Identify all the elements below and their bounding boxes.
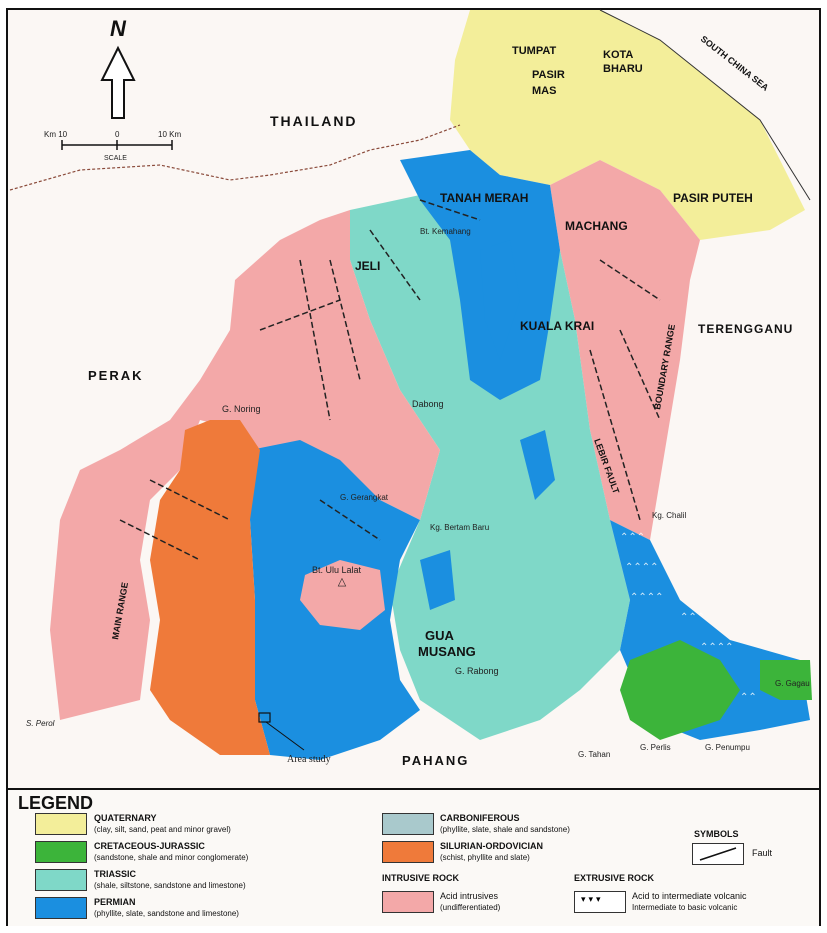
label-musang: MUSANG xyxy=(418,644,476,659)
label-tumpat: TUMPAT xyxy=(512,45,556,57)
label-area-study: Area study xyxy=(287,754,331,765)
label-mas: MAS xyxy=(532,85,556,97)
eastern-intrusive-zone xyxy=(550,160,700,540)
legend-panel: LEGEND QUATERNARY(clay, silt, sand, peat… xyxy=(8,788,819,926)
extrusive-header: EXTRUSIVE ROCK xyxy=(574,873,655,883)
svg-text:⌃⌃⌃: ⌃⌃⌃ xyxy=(680,612,705,623)
label-dabong: Dabong xyxy=(412,399,444,409)
label-gua: GUA xyxy=(425,628,455,643)
coastline xyxy=(599,9,811,201)
permian-lens-3 xyxy=(420,550,455,610)
geological-map: ⌃⌃⌃ ⌃⌃⌃⌃ ⌃⌃⌃⌃ ⌃⌃⌃ ⌃⌃⌃⌃ ⌃⌃ N Km 10 0 10 K… xyxy=(9,9,812,768)
symbols-header: SYMBOLS xyxy=(694,829,739,839)
swatch-carboniferous xyxy=(382,813,434,835)
legend-title: LEGEND xyxy=(18,793,94,813)
north-label: N xyxy=(110,16,127,41)
label-g-gerangkat: G. Gerangkat xyxy=(340,493,389,502)
fault-lines xyxy=(119,199,661,561)
legend-carboniferous: CARBONIFEROUS(phyllite, slate, shale and… xyxy=(440,813,570,834)
svg-text:⌃⌃⌃: ⌃⌃⌃ xyxy=(620,532,645,543)
label-terengganu: TERENGGANU xyxy=(698,322,793,336)
triassic-zone xyxy=(350,195,630,740)
label-g-gagau: G. Gagau xyxy=(775,679,810,688)
legend-permian: PERMIAN(phyllite, slate, sandstone and l… xyxy=(94,897,239,918)
label-thailand: THAILAND xyxy=(270,113,358,129)
swatch-triassic xyxy=(35,869,87,891)
scale-right: 10 Km xyxy=(158,130,181,139)
permian-lens-2 xyxy=(520,430,555,500)
scale-bar xyxy=(61,140,173,150)
label-tanah-merah: TANAH MERAH xyxy=(440,191,528,205)
label-kg-bertam-baru: Kg. Bertam Baru xyxy=(430,523,489,532)
label-bharu: BHARU xyxy=(603,63,643,75)
label-g-tahan: G. Tahan xyxy=(578,750,610,759)
swatch-silurian xyxy=(382,841,434,863)
svg-text:⌃⌃⌃⌃: ⌃⌃⌃⌃ xyxy=(625,562,659,573)
legend-acid-intrusives: Acid intrusives(undifferentiated) xyxy=(440,891,501,912)
legend-silurian: SILURIAN-ORDOVICIAN(schist, phyllite and… xyxy=(440,841,543,862)
swatch-acid-intrusives xyxy=(382,891,434,913)
permian-lens-1 xyxy=(480,240,520,360)
legend-cretaceous: CRETACEOUS-JURASSIC(sandstone, shale and… xyxy=(94,841,249,862)
label-g-penumpu: G. Penumpu xyxy=(705,743,750,752)
swatch-volcanic: ▾▾▾ xyxy=(574,891,626,913)
volcanic-pattern-icon: ▾▾▾ xyxy=(581,894,604,904)
swatch-cretaceous xyxy=(35,841,87,863)
swatch-quaternary xyxy=(35,813,87,835)
label-kg-chalil: Kg. Chalil xyxy=(652,511,686,520)
thailand-border xyxy=(9,124,461,191)
scale-left: Km 10 xyxy=(44,130,68,139)
label-pasir-puteh: PASIR PUTEH xyxy=(673,191,753,205)
label-bt-kemahang: Bt. Kemahang xyxy=(420,227,471,236)
legend-triassic: TRIASSIC(shale, siltstone, sandstone and… xyxy=(94,869,246,890)
silurian-zone xyxy=(150,420,270,755)
study-area-marker xyxy=(258,712,271,723)
scale-caption: SCALE xyxy=(104,155,127,162)
label-bt-ulu-lalat: Bt. Ulu Lalat xyxy=(312,565,362,575)
cretaceous-zone-2 xyxy=(760,660,812,700)
scale-mid: 0 xyxy=(115,130,120,139)
label-g-rabong: G. Rabong xyxy=(455,666,499,676)
fault-label: Fault xyxy=(752,848,773,858)
study-area-pointer xyxy=(265,721,305,751)
label-jeli: JELI xyxy=(355,259,380,273)
label-pahang: PAHANG xyxy=(402,753,469,768)
label-machang: MACHANG xyxy=(565,219,628,233)
fault-symbol-icon xyxy=(692,843,744,865)
label-g-noring: G. Noring xyxy=(222,404,261,414)
label-kota: KOTA xyxy=(603,49,633,61)
svg-text:⌃⌃: ⌃⌃ xyxy=(740,692,757,703)
volcanic-pattern: ⌃⌃⌃ ⌃⌃⌃⌃ ⌃⌃⌃⌃ ⌃⌃⌃ ⌃⌃⌃⌃ ⌃⌃ xyxy=(620,532,757,703)
label-s-perol: S. Perol xyxy=(26,719,55,728)
north-arrow-icon xyxy=(100,45,136,119)
cretaceous-zone xyxy=(620,640,740,740)
triangle-icon: △ xyxy=(338,576,347,588)
label-pasir: PASIR xyxy=(532,69,565,81)
legend-quaternary: QUATERNARY(clay, silt, sand, peat and mi… xyxy=(94,813,231,834)
permian-east-zone xyxy=(400,150,560,400)
ulu-lalat-intrusive xyxy=(300,560,385,630)
swatch-permian xyxy=(35,897,87,919)
svg-text:⌃⌃⌃⌃: ⌃⌃⌃⌃ xyxy=(630,592,664,603)
label-g-perlis: G. Perlis xyxy=(640,743,671,752)
svg-text:⌃⌃⌃⌃: ⌃⌃⌃⌃ xyxy=(700,642,734,653)
label-perak: PERAK xyxy=(88,368,144,383)
label-kuala-krai: KUALA KRAI xyxy=(520,319,594,333)
western-intrusive-zone xyxy=(50,210,440,720)
intrusive-header: INTRUSIVE ROCK xyxy=(382,873,460,883)
quaternary-zone xyxy=(450,10,805,240)
